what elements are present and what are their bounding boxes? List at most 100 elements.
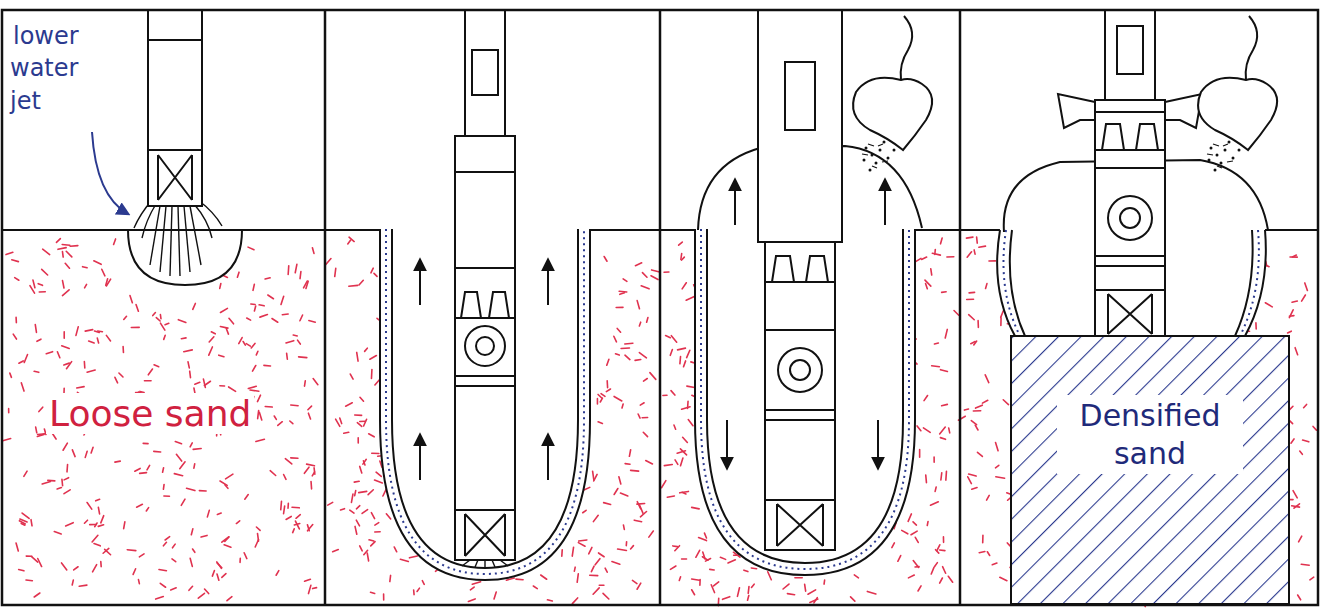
sand-speck — [720, 557, 725, 559]
vibroflot — [455, 317, 515, 319]
sand-speck — [222, 537, 229, 542]
sand-speck — [146, 508, 148, 511]
sand-speck — [286, 353, 288, 359]
sand-speck — [577, 574, 578, 582]
borehole — [701, 229, 909, 569]
sand-speck — [1300, 451, 1303, 454]
sand-speck — [220, 308, 227, 312]
vibroflot — [765, 242, 835, 550]
sand-speck — [935, 487, 936, 491]
sand-speck — [294, 524, 299, 525]
sand-speck — [308, 585, 310, 593]
sand-speck — [176, 454, 181, 461]
water-jet-spray — [184, 206, 190, 272]
sand-speck — [638, 414, 640, 418]
sand-speck — [76, 327, 78, 336]
water-jet-spray — [170, 206, 172, 276]
sand-speck — [948, 576, 952, 582]
sand-speck — [34, 371, 39, 374]
shovel-with-gravel — [863, 141, 896, 172]
sand-speck — [599, 553, 605, 557]
shovel-with-gravel — [901, 16, 913, 80]
sand-speck — [823, 580, 825, 584]
sand-speck — [783, 584, 789, 589]
sand-speck — [62, 252, 64, 257]
flow-arrow — [547, 435, 549, 480]
sand-speck — [100, 562, 102, 567]
sand-speck — [198, 593, 204, 598]
water-jet-spray — [190, 206, 201, 265]
sand-speck — [247, 318, 251, 320]
sand-speck — [164, 335, 165, 339]
sand-speck — [22, 513, 29, 518]
sand-speck — [422, 581, 424, 585]
sand-speck — [85, 330, 92, 332]
sand-speck — [349, 285, 358, 288]
sand-speck — [748, 596, 749, 601]
sand-speck — [19, 570, 24, 571]
sand-speck — [966, 236, 972, 239]
sand-speck — [940, 427, 946, 434]
sand-speck — [300, 315, 303, 321]
sand-speck — [119, 373, 123, 377]
sand-speck — [37, 434, 44, 436]
sand-speck — [140, 472, 147, 474]
sand-speck — [1298, 595, 1301, 600]
sand-speck — [313, 379, 318, 385]
sand-speck — [87, 370, 95, 372]
sand-speck — [933, 457, 935, 462]
vibroflot — [1120, 208, 1140, 228]
sand-speck — [62, 563, 67, 570]
sand-speck — [1310, 577, 1314, 580]
sand-speck — [229, 318, 234, 323]
sand-speck — [39, 291, 45, 293]
sand-speck — [309, 320, 315, 322]
sand-speck — [940, 473, 942, 480]
sand-speck — [1292, 255, 1296, 257]
sand-speck — [139, 554, 144, 557]
water-jet-spray — [150, 206, 160, 265]
sand-speck — [371, 542, 375, 546]
vibroflot — [476, 337, 494, 355]
sand-speck — [290, 421, 293, 424]
sand-speck — [83, 267, 88, 268]
sand-speck — [808, 590, 816, 594]
sand-speck — [94, 261, 101, 265]
vibroflot — [758, 10, 842, 242]
sand-speck — [201, 535, 207, 537]
sand-speck — [867, 591, 875, 594]
sand-speck — [285, 459, 291, 464]
sand-speck — [374, 273, 377, 276]
sand-speck — [982, 400, 987, 403]
sand-speck — [341, 509, 345, 510]
sand-speck — [987, 495, 990, 500]
panel-frame — [2, 10, 1318, 605]
vibroflot — [158, 155, 192, 200]
sand-speck — [122, 346, 124, 352]
sand-speck — [516, 578, 523, 580]
vibroflot — [778, 348, 822, 392]
sand-speck — [217, 562, 222, 569]
vibroflot — [1095, 149, 1165, 151]
sand-speck — [619, 477, 621, 484]
sand-speck — [175, 442, 181, 444]
sand-speck — [102, 269, 105, 276]
sand-speck — [217, 513, 221, 514]
sand-speck — [400, 559, 408, 561]
sand-speck — [77, 387, 84, 388]
sand-speck — [646, 461, 653, 464]
sand-speck — [696, 550, 700, 557]
sand-speck — [572, 547, 573, 556]
sand-speck — [227, 597, 232, 601]
sand-speck — [19, 361, 23, 363]
sand-speck — [607, 359, 609, 365]
shovel-with-gravel — [883, 141, 886, 144]
sand-speck — [313, 468, 315, 474]
sand-speck — [313, 587, 317, 590]
sand-speck — [293, 334, 297, 337]
water-jet-spray — [160, 206, 166, 272]
sand-speck — [189, 371, 191, 377]
sand-speck — [795, 577, 802, 579]
shovel-with-gravel — [853, 16, 932, 172]
sand-speck — [605, 568, 607, 572]
